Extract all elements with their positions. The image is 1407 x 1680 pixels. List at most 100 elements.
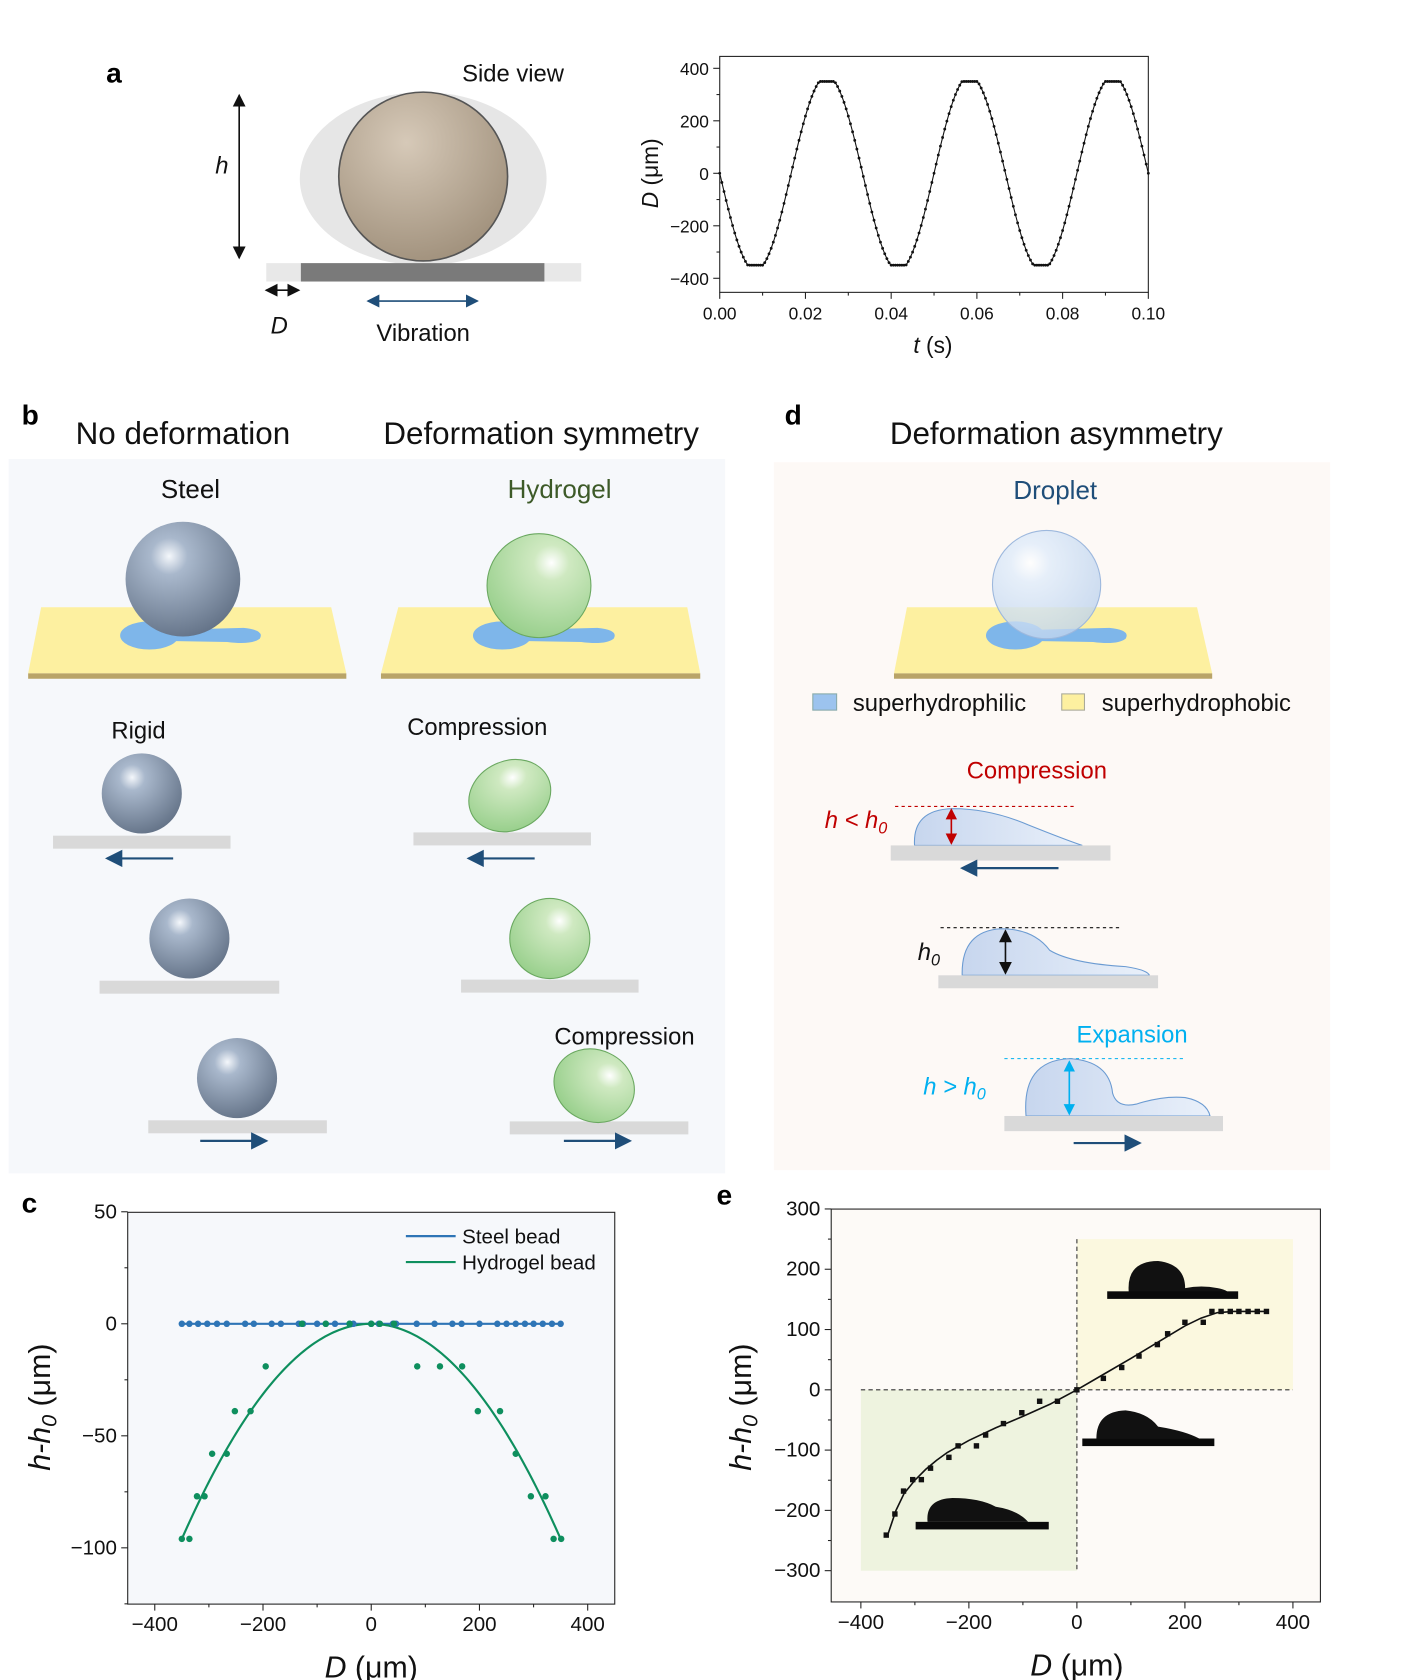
data-point bbox=[1026, 254, 1030, 257]
data-point bbox=[1084, 133, 1088, 137]
data-point bbox=[900, 1488, 907, 1494]
panel-letter-d: d bbox=[785, 399, 802, 430]
data-point bbox=[1146, 171, 1150, 175]
steel-data-point bbox=[178, 1320, 186, 1328]
hydrogel-data-point bbox=[186, 1535, 193, 1543]
data-point bbox=[1110, 80, 1114, 83]
data-point bbox=[906, 259, 910, 263]
data-point bbox=[910, 1476, 916, 1483]
data-point bbox=[973, 80, 977, 83]
panel-letter-b: b bbox=[22, 399, 39, 430]
data-point bbox=[756, 263, 760, 267]
data-point bbox=[1112, 80, 1116, 83]
data-point bbox=[971, 80, 975, 83]
data-point bbox=[883, 252, 887, 256]
legend-label: Hydrogel bead bbox=[462, 1252, 596, 1275]
data-point bbox=[726, 207, 730, 211]
data-point bbox=[1035, 263, 1039, 267]
expansion-label: Expansion bbox=[1077, 1021, 1188, 1048]
data-point bbox=[1108, 80, 1112, 83]
data-point bbox=[752, 263, 756, 267]
y-tick-label: −400 bbox=[670, 269, 709, 289]
steel-data-point bbox=[431, 1320, 438, 1328]
data-point bbox=[881, 246, 885, 250]
data-point bbox=[956, 88, 960, 91]
data-point bbox=[1048, 262, 1052, 266]
data-point bbox=[928, 190, 932, 193]
data-point bbox=[1227, 1308, 1233, 1315]
legend-label: Steel bead bbox=[462, 1226, 560, 1249]
data-point bbox=[1254, 1308, 1260, 1315]
data-point bbox=[739, 250, 743, 254]
data-point bbox=[1104, 80, 1107, 83]
data-point bbox=[816, 81, 820, 85]
hydrogel-data-point bbox=[298, 1320, 306, 1328]
hydrogel-data-point bbox=[247, 1407, 254, 1415]
data-point bbox=[981, 91, 985, 95]
compression-label: Compression bbox=[967, 757, 1107, 784]
hydrogel-data-point bbox=[346, 1320, 353, 1328]
data-point bbox=[949, 105, 953, 109]
steel-bead bbox=[125, 521, 241, 637]
data-point bbox=[1125, 93, 1129, 96]
substrate bbox=[509, 1121, 689, 1135]
y-tick-label: 300 bbox=[786, 1197, 820, 1220]
data-point bbox=[812, 89, 816, 93]
substrate bbox=[1004, 1115, 1224, 1132]
x-tick-label: 0.04 bbox=[874, 303, 908, 323]
droplet-photo-substrate bbox=[1107, 1291, 1239, 1299]
steel-bead bbox=[149, 898, 230, 979]
h-less-than-h0-label: h < h0 bbox=[825, 807, 888, 837]
heading-no-deformation: No deformation bbox=[76, 416, 291, 451]
hydrogel-data-point bbox=[390, 1320, 398, 1328]
data-point bbox=[1065, 213, 1069, 217]
data-point bbox=[1129, 105, 1133, 109]
data-point bbox=[761, 263, 765, 267]
droplet-photo-substrate bbox=[915, 1521, 1049, 1530]
side-view-label: Side view bbox=[462, 60, 565, 87]
data-point bbox=[889, 263, 893, 267]
data-point bbox=[729, 216, 732, 219]
hydrogel-data-point bbox=[542, 1493, 549, 1500]
data-point bbox=[896, 263, 900, 267]
data-point bbox=[918, 1476, 925, 1483]
hydrogel-data-point bbox=[178, 1535, 186, 1543]
data-point bbox=[737, 244, 741, 248]
droplet-photo-inset bbox=[1128, 1261, 1229, 1294]
data-point bbox=[720, 181, 724, 184]
data-point bbox=[894, 263, 897, 267]
data-point bbox=[879, 240, 882, 244]
x-tick-label: 0.10 bbox=[1131, 303, 1165, 323]
y-tick-label: 0 bbox=[105, 1312, 116, 1335]
panel-letter-a: a bbox=[106, 57, 122, 88]
data-point bbox=[1041, 263, 1045, 267]
data-point bbox=[926, 199, 930, 202]
steel-data-point bbox=[186, 1320, 193, 1328]
data-point bbox=[915, 238, 919, 242]
x-tick-label: 0.06 bbox=[960, 303, 994, 323]
steel-data-point bbox=[530, 1320, 537, 1328]
data-point bbox=[814, 85, 818, 88]
legend-superhydrophilic: superhydrophilic bbox=[853, 690, 1026, 717]
data-point bbox=[1134, 119, 1137, 123]
data-point bbox=[876, 233, 880, 237]
data-point bbox=[1121, 83, 1125, 87]
droplet-photo-inset bbox=[927, 1498, 1029, 1522]
data-point bbox=[885, 257, 889, 261]
data-point bbox=[810, 94, 814, 98]
data-point bbox=[786, 184, 790, 187]
steel-data-point bbox=[503, 1320, 510, 1328]
panel-b: b No deformation Deformation symmetry St… bbox=[8, 399, 726, 1174]
data-point bbox=[1114, 80, 1118, 83]
data-point bbox=[840, 94, 844, 98]
hydrogel-bead bbox=[486, 533, 592, 639]
data-point bbox=[1074, 1387, 1080, 1393]
data-point bbox=[1024, 248, 1028, 252]
steel-bead bbox=[196, 1038, 278, 1119]
panel-a-schematic: a Side view h D Vibration bbox=[106, 57, 582, 347]
data-point bbox=[1097, 91, 1101, 95]
data-point bbox=[1054, 248, 1058, 252]
data-point bbox=[1142, 153, 1146, 157]
data-point bbox=[1127, 98, 1131, 102]
hydrogel-data-point bbox=[208, 1450, 216, 1457]
